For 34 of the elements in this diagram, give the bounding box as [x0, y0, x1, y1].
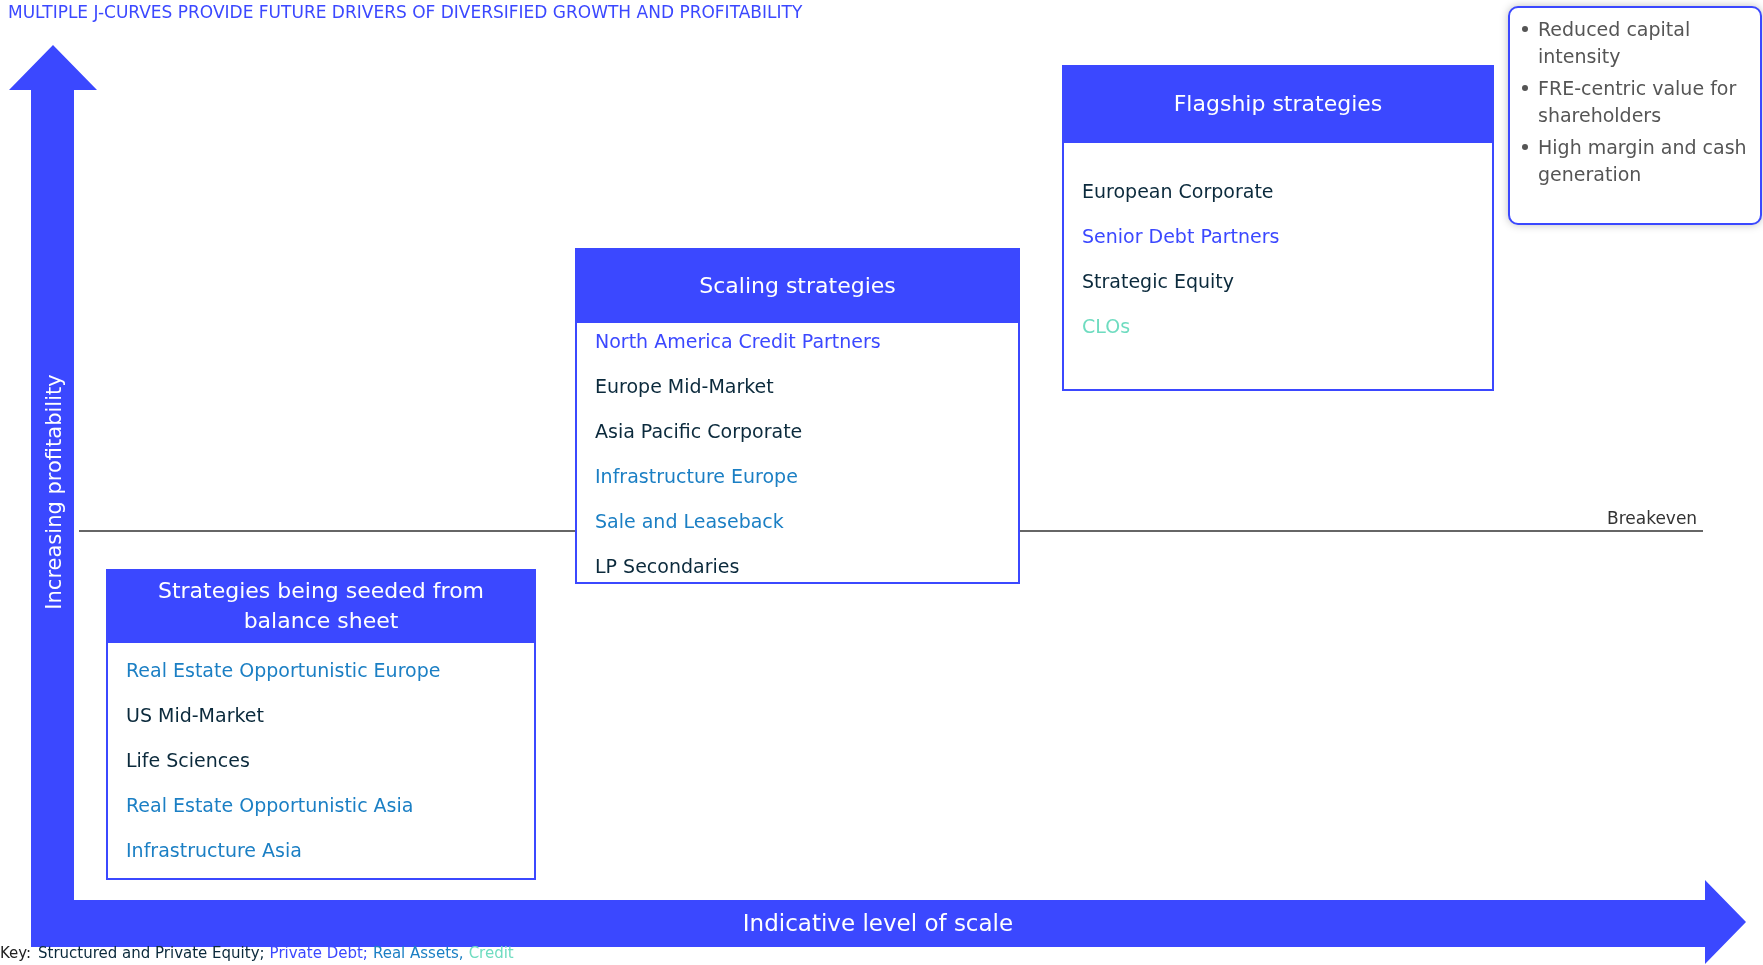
strategy-item: Senior Debt Partners [1082, 225, 1280, 247]
strategy-item: Strategic Equity [1082, 270, 1234, 292]
strategy-item: Europe Mid-Market [595, 375, 774, 397]
breakeven-label: Breakeven [1607, 508, 1698, 528]
strategy-item: Sale and Leaseback [595, 510, 784, 532]
bullet-text: FRE-centric value for shareholders [1538, 77, 1737, 126]
box-header: Strategies being seeded from balance sheet [106, 569, 536, 643]
box-header: Scaling strategies [575, 248, 1020, 323]
strategy-item: Real Estate Opportunistic Europe [126, 659, 441, 681]
title: MULTIPLE J-CURVES PROVIDE FUTURE DRIVERS OF DIVERSIFIED GROWTH AND PROFITABILITY [8, 2, 803, 22]
strategy-item: Infrastructure Europe [595, 465, 798, 487]
axis-label: Indicative level of scale [742, 910, 1014, 936]
key-entry: Structured and Private Equity; [38, 944, 265, 962]
box-header: Flagship strategies [1062, 65, 1494, 143]
strategy-item: European Corporate [1082, 180, 1274, 202]
key-entry: Private Debt; [269, 944, 368, 962]
strategy-box [1062, 65, 1494, 391]
strategy-item: Asia Pacific Corporate [595, 420, 803, 442]
key-entry: Credit [468, 944, 514, 962]
strategy-item: Infrastructure Asia [126, 839, 302, 861]
bullet-text: Reduced capital intensity [1538, 18, 1691, 67]
key-entry: Real Assets, [372, 944, 464, 962]
strategy-item: US Mid-Market [126, 704, 264, 726]
bullet-text: High margin and cash generation [1538, 136, 1747, 185]
key-label: Key: [0, 944, 32, 962]
strategy-item: Real Estate Opportunistic Asia [126, 794, 414, 816]
strategy-item: North America Credit Partners [595, 330, 881, 352]
strategy-item: CLOs [1082, 315, 1131, 337]
axis-label: Increasing profitability [42, 374, 66, 610]
strategy-item: Life Sciences [126, 749, 250, 771]
strategy-item: LP Secondaries [595, 555, 740, 577]
strategy-box [575, 248, 1020, 584]
callout-box [1508, 6, 1762, 225]
strategy-box [106, 569, 536, 880]
